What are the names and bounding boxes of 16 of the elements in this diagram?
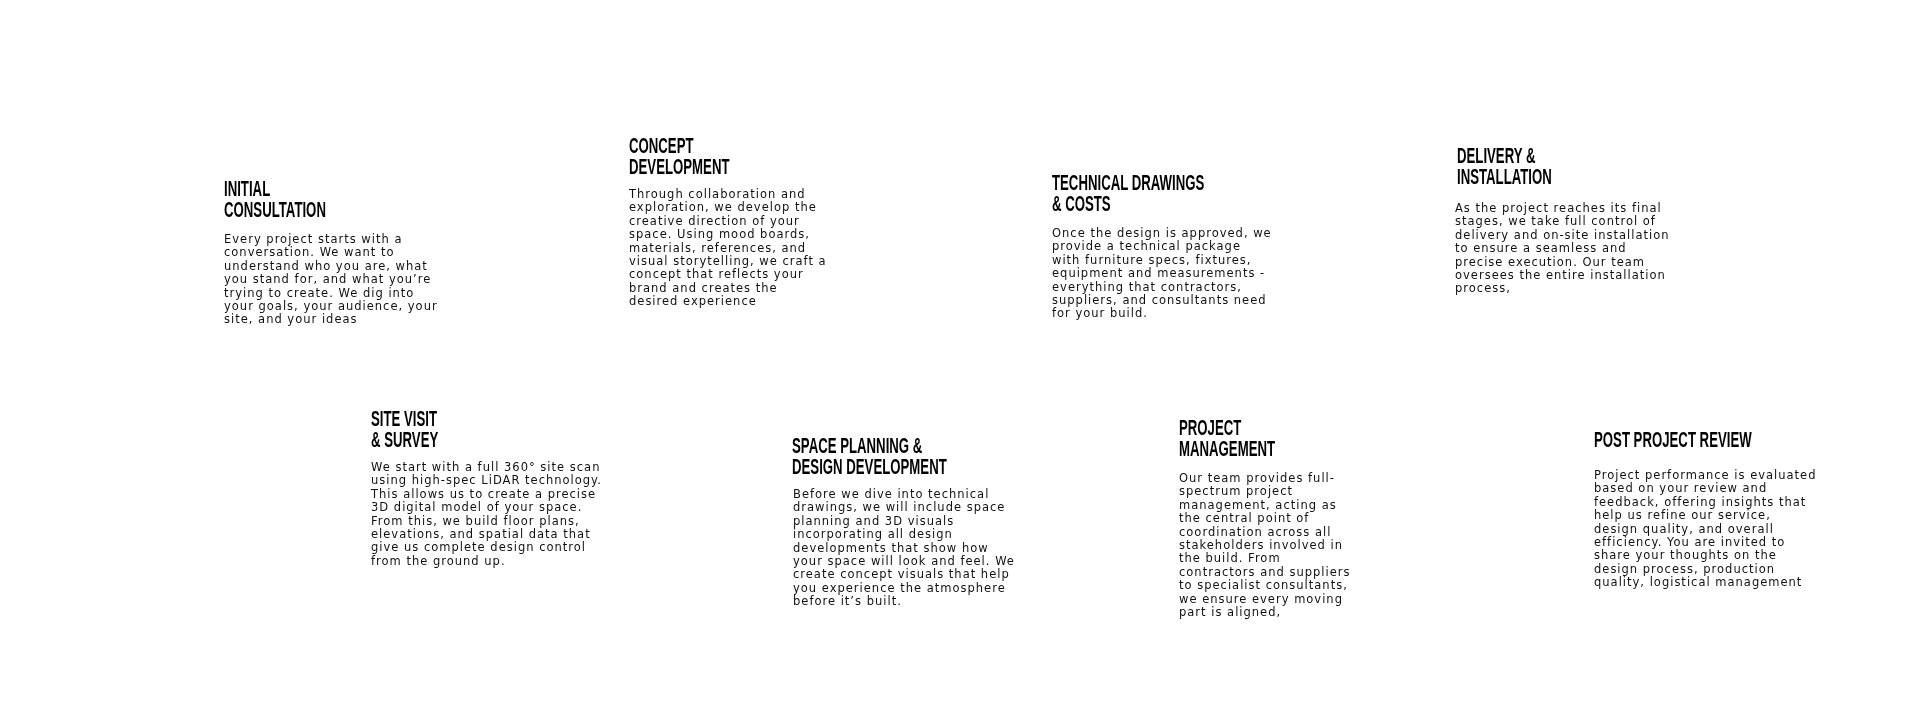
- step-description: We start with a full 360° site scan using high-spec LiDAR technology. This allows us to create a precise 3D digital model of your space. From this, we build floor plans, elevations, and spatial data that give us complete design control from the ground up.: [371, 461, 603, 569]
- step-description: Once the design is approved, we provide a technical package with furniture specs, fixtures, equipment and measurements - everything that contractors, suppliers, and consultants need for your build.: [1052, 227, 1273, 321]
- step-heading: CONCEPT DEVELOPMENT: [629, 135, 731, 177]
- step-heading: TECHNICAL DRAWINGS & COSTS: [1052, 172, 1206, 214]
- step-heading: DELIVERY & INSTALLATION: [1457, 145, 1553, 187]
- step-description: Every project starts with a conversation. We want to understand who you are, what you stand for, and what you’re trying to create. We dig into your goals, your audience, your site, and your ideas: [224, 233, 439, 327]
- step-description: Through collaboration and exploration, we develop the creative direction of your space. Using mood boards, materials, references, and visual storytelling, we craft a concept that reflects your brand and creates the desired experience: [629, 188, 828, 309]
- step-description: Before we dive into technical drawings, we will include space planning and 3D visuals incorporating all design developments that show how your space will look and feel. We create concept visuals that help you experience the atmosphere before it’s built.: [793, 488, 1016, 609]
- step-description: As the project reaches its final stages, we take full control of delivery and on-site installation to ensure a seamless and precise execution. Our team oversees the entire installation process,: [1455, 202, 1671, 296]
- step-description: Project performance is evaluated based on your review and feedback, offering insights that help us refine our service, design quality, and overall efficiency. You are invited to share your thoughts on the design process, production quality, logistical management: [1594, 469, 1818, 590]
- step-description: Our team provides full-spectrum project management, acting as the central point of coordination across all stakeholders involved in the build. From contractors and suppliers to specialist consultants, we ensure every moving part is aligned,: [1179, 472, 1352, 620]
- step-heading: INITIAL CONSULTATION: [224, 178, 327, 220]
- step-heading: SITE VISIT & SURVEY: [371, 408, 440, 450]
- step-heading: POST PROJECT REVIEW: [1594, 429, 1752, 450]
- step-heading: SPACE PLANNING & DESIGN DEVELOPMENT: [792, 435, 948, 477]
- step-heading: PROJECT MANAGEMENT: [1179, 417, 1277, 459]
